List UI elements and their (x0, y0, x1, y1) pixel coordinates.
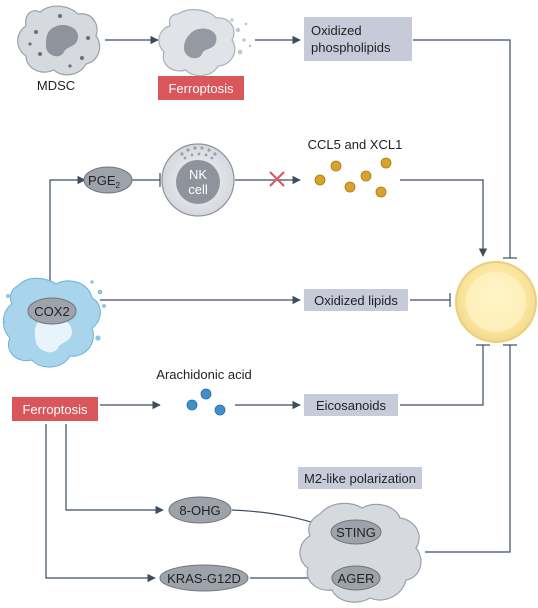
8ohg-oval (168, 496, 232, 524)
ferroptosis-badge-left (12, 397, 98, 421)
oxidized-lipids-label: Oxidized lipids (314, 293, 398, 308)
nk-label-line1: NK (189, 167, 207, 182)
blocked-cross-icon (269, 171, 285, 187)
ager-label: AGER (338, 571, 375, 586)
oxidized-phospholipids-line1: Oxidized (311, 23, 362, 38)
ccl5-xcl1-label: CCL5 and XCL1 (308, 137, 403, 152)
sting-oval (330, 519, 382, 545)
arachidonic-acid-dots (186, 388, 226, 416)
eicosanoids-box (304, 394, 398, 416)
nk-label-line2: cell (188, 182, 208, 197)
arachidonic-acid-label: Arachidonic acid (156, 367, 251, 382)
oxidized-lipids-box (304, 289, 408, 311)
inhibit-eicosanoids (400, 345, 484, 406)
kras-oval (159, 564, 249, 592)
kras-label: KRAS-G12D (167, 571, 241, 586)
arrow-ccl5-to-tcell (400, 179, 488, 257)
cox2-oval (27, 297, 77, 325)
connectors (45, 35, 517, 583)
macrophage-cell (299, 502, 422, 603)
sting-label: STING (336, 525, 376, 540)
ferroptosis-badge-top (158, 76, 244, 100)
macrophage-body (299, 502, 422, 603)
chemokine-dots (314, 157, 392, 198)
arrow-ferroptosis-to-8ohg (65, 424, 164, 515)
inhibit-macrophage (425, 345, 511, 553)
nk-cell-nucleus (176, 160, 220, 204)
m2-polarization-label: M2-like polarization (304, 471, 416, 486)
mdsc-cell (17, 5, 101, 76)
ferroptosis-top-label: Ferroptosis (168, 81, 234, 96)
oxidized-phospholipids-line2: phospholipids (311, 40, 391, 55)
m2-polarization-box (298, 467, 422, 489)
t-cell (455, 261, 537, 343)
mdsc-label: MDSC (37, 78, 75, 93)
ferroptosis-left-label: Ferroptosis (22, 402, 88, 417)
ferroptotic-mdsc-nucleus (184, 28, 217, 59)
pge2-label: PGE2 (88, 173, 120, 190)
inhibit-oxidized-phospholipids (413, 39, 511, 258)
nk-granules (180, 146, 217, 160)
pge2-oval (83, 166, 133, 194)
oxidized-phospholipids-box (304, 17, 412, 61)
arrow-ferroptosis-to-kras (45, 424, 156, 583)
cancer-cell-nucleus (34, 317, 72, 353)
nk-cell (161, 143, 235, 217)
arrow-cox2-to-pge2 (49, 175, 86, 290)
8ohg-label: 8-OHG (179, 503, 220, 518)
eicosanoids-label: Eicosanoids (316, 398, 387, 413)
mdsc-nucleus (46, 24, 79, 57)
ager-oval (331, 565, 381, 591)
cox2-label: COX2 (34, 304, 69, 319)
ferroptotic-mdsc-cell (158, 9, 252, 77)
t-cell-nucleus (466, 272, 526, 332)
